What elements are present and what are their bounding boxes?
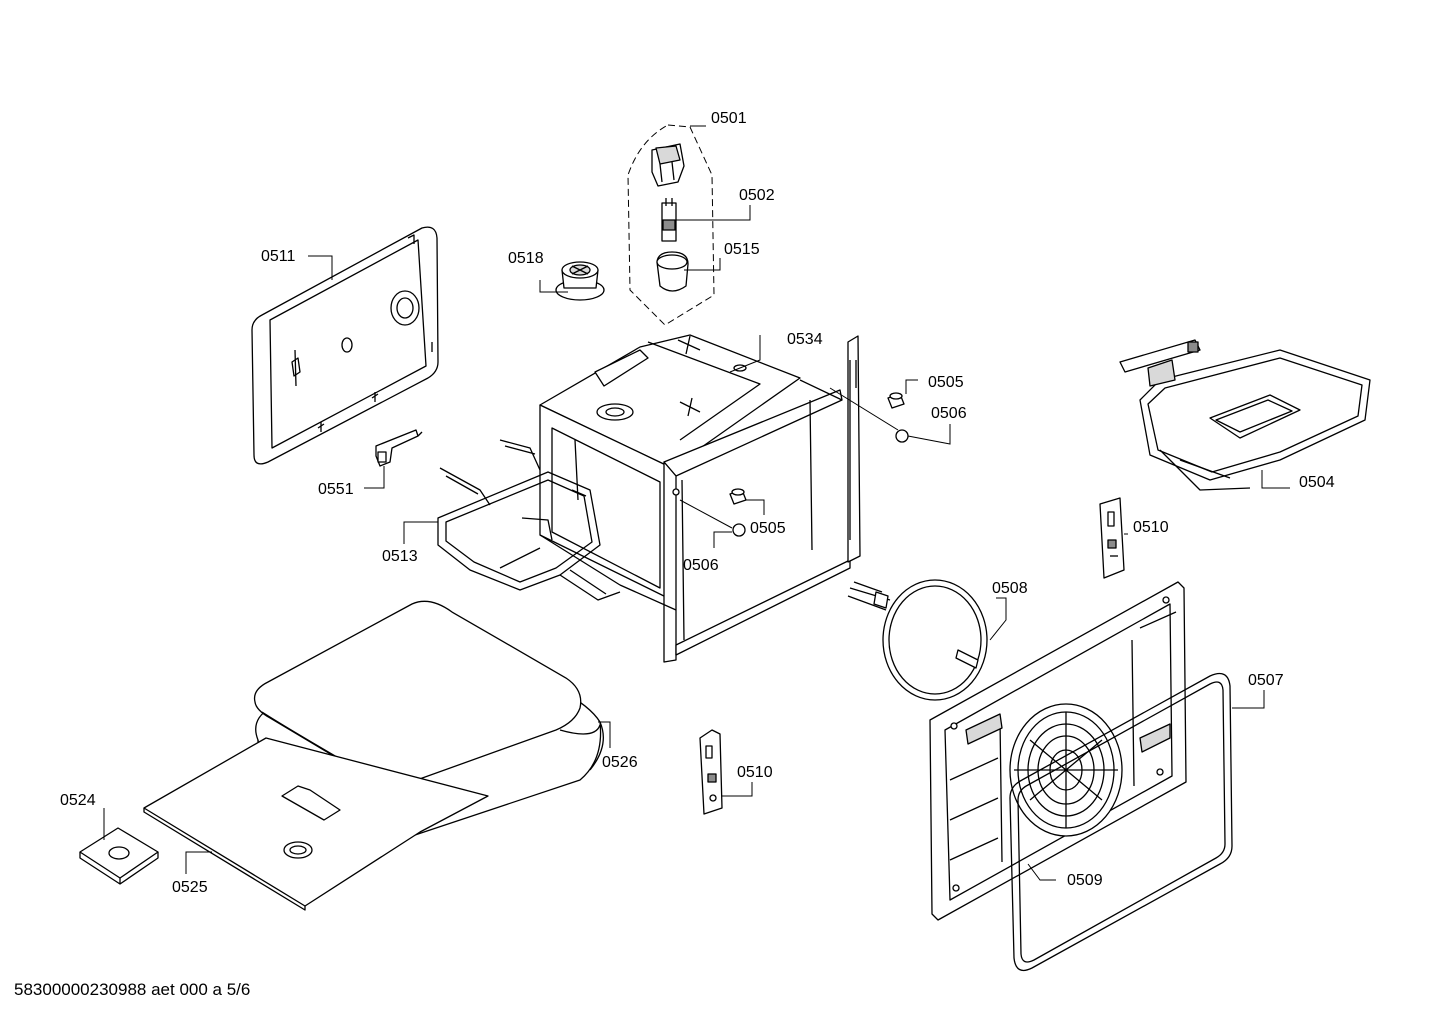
label-0513: 0513 <box>382 548 418 565</box>
label-0525: 0525 <box>172 879 208 896</box>
label-0504: 0504 <box>1299 474 1335 491</box>
part-0513-lower-heater <box>437 439 621 601</box>
label-0524: 0524 <box>60 792 96 809</box>
label-0502: 0502 <box>739 187 775 204</box>
label-0501: 0501 <box>711 110 747 127</box>
part-0510-lower-hinge-receiver <box>699 729 723 815</box>
label-0506-lower: 0506 <box>683 557 719 574</box>
part-0518-knob <box>555 261 605 301</box>
label-0518: 0518 <box>508 250 544 267</box>
part-0508-ring-heater <box>847 579 988 701</box>
label-0508: 0508 <box>992 580 1028 597</box>
label-0551: 0551 <box>318 481 354 498</box>
label-0505-lower: 0505 <box>750 520 786 537</box>
label-0509: 0509 <box>1067 872 1103 889</box>
label-0505-upper: 0505 <box>928 374 964 391</box>
part-0511-rear-panel <box>251 226 439 465</box>
part-0524-square-pad <box>79 827 159 885</box>
part-0505-upper-screw <box>887 392 905 409</box>
part-0534-oven-cavity <box>539 334 861 663</box>
label-0511: 0511 <box>261 248 296 265</box>
part-0506-lower-cap <box>732 523 746 537</box>
part-0515-lamp-glass <box>656 251 689 292</box>
label-0515: 0515 <box>724 241 760 258</box>
part-0506-upper-cap <box>895 429 909 443</box>
part-0505-lower-screw <box>729 488 747 505</box>
part-0510-upper-hinge-receiver <box>1099 497 1125 579</box>
part-0509-gasket <box>1009 672 1233 972</box>
part-0504-grill-heater <box>1119 339 1371 491</box>
label-0507: 0507 <box>1248 672 1284 689</box>
label-0526: 0526 <box>602 754 638 771</box>
leader-lines <box>103 125 1290 881</box>
part-0507-rear-wall-panel <box>929 581 1187 921</box>
label-0510-upper: 0510 <box>1133 519 1169 536</box>
part-0501-lamp-cover <box>651 143 685 187</box>
part-labels: 0501 0502 0515 0518 0511 0534 0505 0506 … <box>60 110 1335 896</box>
part-0502-lamp-socket <box>661 198 677 242</box>
document-code: 58300000230988 aet 000 a 5/6 <box>14 980 251 999</box>
label-0510-lower: 0510 <box>737 764 773 781</box>
part-0525-bottom-plate <box>143 737 489 911</box>
label-0534: 0534 <box>787 331 823 348</box>
part-0551-bracket <box>375 429 423 467</box>
label-0506-upper: 0506 <box>931 405 967 422</box>
